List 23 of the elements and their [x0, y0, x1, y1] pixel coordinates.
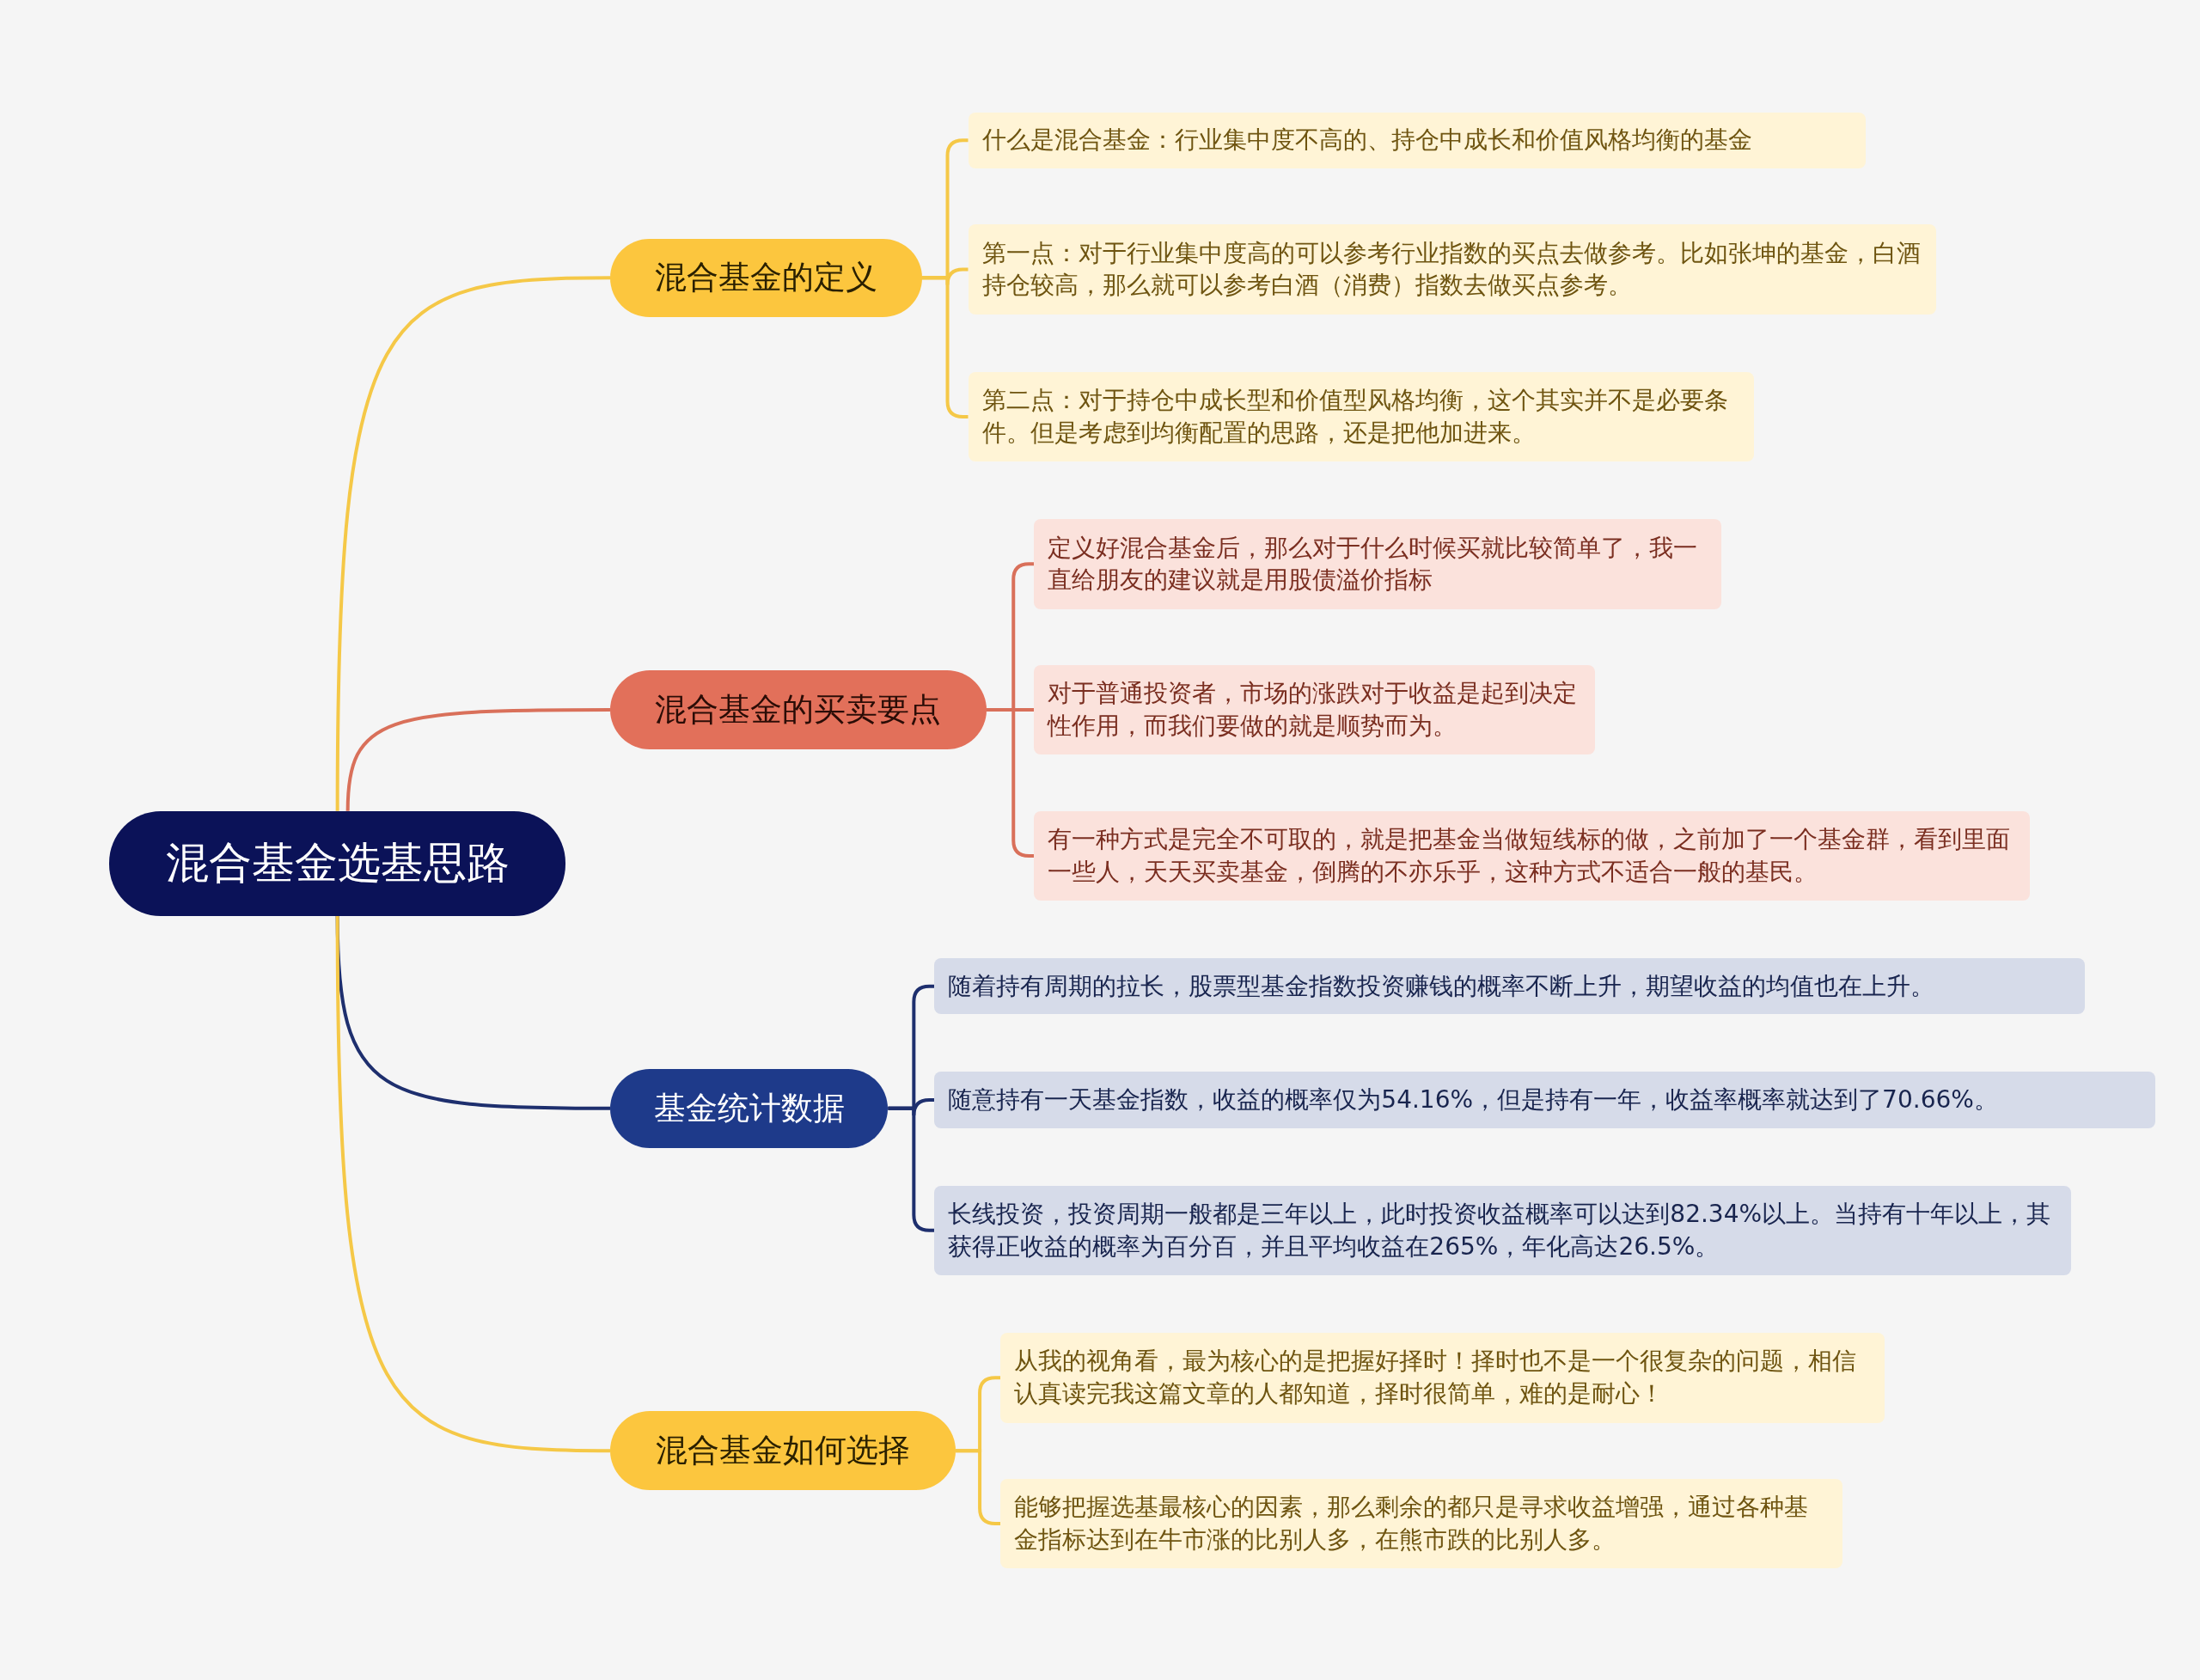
- leaf-note: 长线投资，投资周期一般都是三年以上，此时投资收益概率可以达到82.34%以上。当持有十年以上，其获得正收益的概率为百分百，并且平均收益在265%，年化高达26.5%。: [934, 1185, 2071, 1276]
- leaf-note: 第二点：对于持仓中成长型和价值型风格均衡，这个其实并不是必要条件。但是考虑到均衡配置的思路，还是把他加进来。: [968, 371, 1754, 462]
- branch-topic: 混合基金的买卖要点: [610, 670, 987, 749]
- connector: [335, 916, 611, 1453]
- leaf-note: 随意持有一天基金指数，收益的概率仅为54.16%，但是持有一年，收益率概率就达到了70.66%。: [934, 1072, 2155, 1128]
- leaf-note: 什么是混合基金：行业集中度不高的、持仓中成长和价值风格均衡的基金: [968, 112, 1867, 168]
- connector: [986, 708, 1035, 858]
- leaf-note: 定义好混合基金后，那么对于什么时候买就比较简单了，我一直给朋友的建议就是用股债溢价指标: [1034, 519, 1722, 609]
- leaf-note: 随着持有周期的拉长，股票型基金指数投资赚钱的概率不断上升，期望收益的均值也在上升。: [934, 958, 2086, 1015]
- connector: [345, 708, 611, 811]
- central-topic: 混合基金选基思路: [109, 810, 565, 917]
- branch-topic: 基金统计数据: [610, 1069, 889, 1148]
- leaf-note: 有一种方式是完全不可取的，就是把基金当做短线标的做，之前加了一个基金群，看到里面一些人，天天买卖基金，倒腾的不亦乐乎，这种方式不适合一般的基民。: [1034, 810, 2031, 901]
- connector: [955, 1449, 1001, 1526]
- connector: [921, 276, 969, 418]
- leaf-note: 从我的视角看，最为核心的是把握好择时！择时也不是一个很复杂的问题，相信认真读完我这篇文章的人都知道，择时很简单，难的是耐心！: [1000, 1333, 1885, 1423]
- branch-topic: 混合基金如何选择: [610, 1411, 956, 1490]
- connector: [888, 1106, 935, 1232]
- leaf-note: 能够把握选基最核心的因素，那么剩余的都只是寻求收益增强，通过各种基金指标达到在牛市涨的比别人多，在熊市跌的比别人多。: [1000, 1478, 1842, 1569]
- connector: [335, 276, 611, 811]
- branch-topic: 混合基金的定义: [610, 238, 922, 317]
- leaf-note: 对于普通投资者，市场的涨跌对于收益是起到决定性作用，而我们要做的就是顺势而为。: [1034, 664, 1596, 755]
- leaf-note: 第一点：对于行业集中度高的可以参考行业指数的买点去做参考。比如张坤的基金，白酒持仓较高，那么就可以参考白酒（消费）指数去做买点参考。: [968, 224, 1937, 315]
